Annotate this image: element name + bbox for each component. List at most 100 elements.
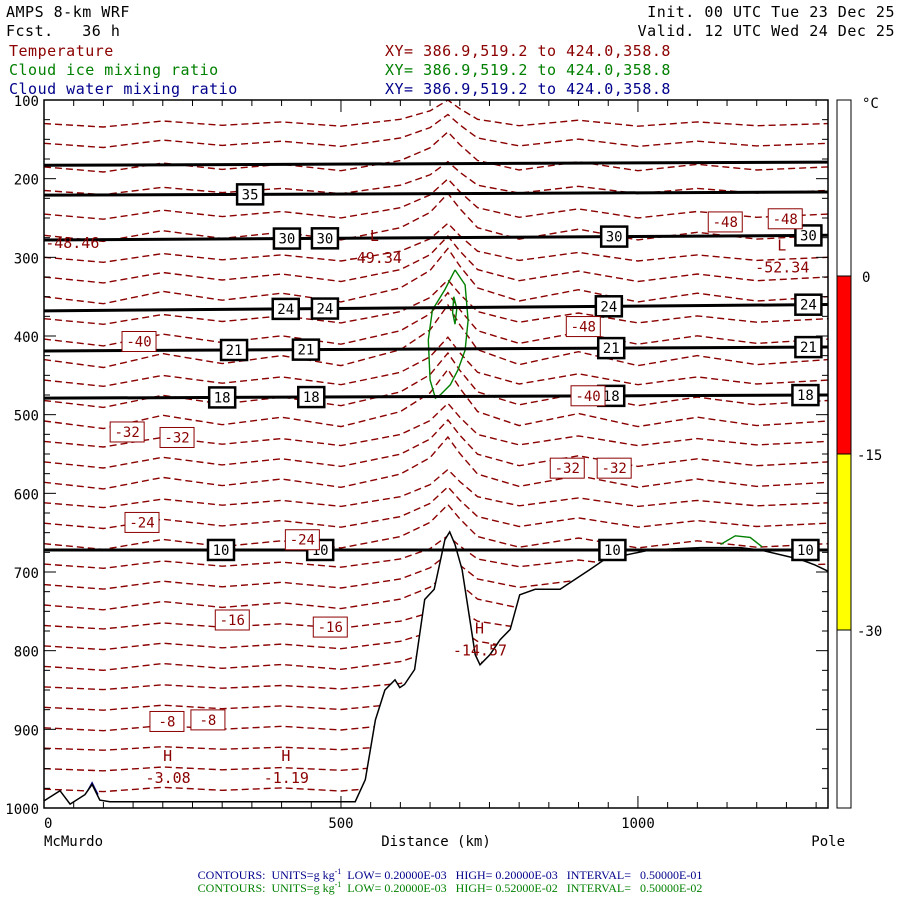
extremum-L-marker: L — [370, 227, 379, 245]
temperature-contour — [43, 177, 829, 220]
temperature-contour — [43, 130, 829, 173]
temperature-label-box — [767, 208, 803, 230]
temperature-contour — [43, 235, 829, 284]
black-contour-label-box — [794, 293, 823, 316]
extremum-value: -14.57 — [453, 642, 507, 660]
temperature-label-box — [707, 211, 743, 233]
field-temperature: Temperature — [9, 42, 114, 60]
temperature-contour — [43, 418, 829, 469]
y-tick-label: 300 — [14, 251, 39, 267]
temperature-contour — [43, 291, 829, 347]
temperature-label-box — [570, 385, 606, 407]
cloud-ice-contour — [451, 296, 458, 325]
black-contour-label-box — [207, 386, 237, 409]
field-cloud-water: Cloud water mixing ratio — [9, 80, 238, 98]
extremum-H-marker: H — [475, 620, 484, 638]
black-contour-label-box — [219, 338, 249, 362]
colorbar-bin — [836, 99, 852, 277]
field-cloud-ice: Cloud ice mixing ratio — [9, 61, 219, 79]
colorbar-label: -15 — [857, 448, 882, 464]
temperature-label-box — [190, 709, 226, 731]
temperature-contour — [43, 303, 829, 369]
extremum-value: -1.19 — [264, 769, 309, 787]
y-tick-label: 600 — [14, 487, 39, 503]
extremum-value: -3.08 — [146, 769, 191, 787]
black-contour-label: 24 — [600, 299, 617, 315]
temperature-label: -32 — [602, 461, 627, 477]
temperature-label: -8 — [159, 714, 176, 730]
y-tick-label: 100 — [14, 94, 39, 110]
black-contour-label: 30 — [317, 231, 334, 247]
black-contour-label: 21 — [800, 340, 817, 356]
black-contour-label: 30 — [800, 228, 817, 244]
black-contour-label-box — [310, 297, 340, 320]
black-contour-label-box — [794, 224, 823, 247]
xy-cloud-water: XY= 386.9,519.2 to 424.0,358.8 — [385, 80, 671, 98]
temperature-contour — [43, 222, 829, 264]
y-tick-label: 700 — [14, 566, 39, 582]
black-contour-label: 30 — [278, 232, 295, 248]
colorbar-label: 0 — [862, 270, 870, 286]
edge-value: -48.46 — [45, 234, 99, 252]
temperature-label-box — [159, 426, 195, 448]
black-contour-label-box — [594, 295, 624, 318]
temperature-label: -32 — [115, 425, 140, 441]
black-contour-label: 21 — [226, 343, 243, 359]
temperature-contour — [43, 336, 829, 388]
footer-text: CONTOURS: UNITS=g kg — [197, 881, 335, 895]
x-end-label: Pole — [811, 834, 845, 850]
extremum-value: -52.34 — [755, 259, 809, 277]
xy-temperature: XY= 386.9,519.2 to 424.0,358.8 — [385, 42, 671, 60]
forecast-hour: Fcst. 36 h — [6, 22, 121, 40]
temperature-contour — [43, 468, 829, 509]
temperature-label: -8 — [199, 713, 216, 729]
black-contour-label-box — [206, 538, 236, 562]
black-contour-label: 24 — [277, 302, 294, 318]
black-contour-label: 18 — [214, 390, 231, 406]
black-contour-label-box — [271, 297, 300, 321]
xy-cloud-ice: XY= 386.9,519.2 to 424.0,358.8 — [385, 61, 671, 79]
extremum-L-marker: L — [777, 237, 786, 255]
terrain-line — [43, 530, 829, 806]
black-contour-label-box — [291, 338, 321, 361]
x-tick-label: 0 — [44, 816, 52, 832]
black-contour-label: 10 — [797, 543, 814, 559]
extremum-value: -49.34 — [348, 249, 402, 267]
temperature-label-box — [214, 609, 250, 631]
temperature-contour — [43, 435, 829, 490]
footer-text: CONTOURS: UNITS=g kg — [197, 868, 335, 882]
extremum-H-marker: H — [281, 747, 290, 765]
black-contour-label: 24 — [317, 302, 334, 318]
temperature-label: -32 — [164, 430, 189, 446]
black-contour-line — [43, 345, 829, 353]
temperature-label: -40 — [575, 389, 600, 405]
black-contour-line — [43, 190, 829, 197]
temperature-label-box — [109, 421, 145, 443]
temperature-label: -48 — [773, 212, 798, 228]
black-contour-line — [43, 303, 829, 313]
black-contour-label: 18 — [797, 388, 814, 404]
y-tick-label: 900 — [14, 723, 39, 739]
temperature-label: -24 — [290, 533, 315, 549]
temperature-contour — [43, 402, 829, 448]
black-contour-label: 21 — [297, 343, 314, 359]
temperature-label: -32 — [555, 461, 580, 477]
colorbar-unit: °C — [862, 96, 879, 112]
black-contour-label-box — [310, 227, 340, 250]
temperature-label: -24 — [129, 515, 154, 531]
model-title: AMPS 8-km WRF — [6, 3, 130, 21]
x-start-label: McMurdo — [44, 834, 103, 850]
black-contour-label: 35 — [242, 187, 259, 203]
colorbar-label: -30 — [857, 624, 882, 640]
temperature-contour — [43, 247, 829, 305]
terrain-fill — [44, 531, 828, 808]
x-tick-label: 500 — [328, 816, 353, 832]
black-contour-label-box — [791, 538, 820, 562]
footer-cloud-ice: CONTOURS: UNITS=g kg-1 LOW= 0.20000E-03 … — [0, 880, 900, 896]
black-contour-label: 30 — [606, 230, 623, 246]
black-contour-label-box — [791, 383, 820, 407]
colorbar-bin — [836, 275, 852, 455]
y-tick-label: 500 — [14, 409, 39, 425]
temperature-contour — [43, 485, 829, 530]
